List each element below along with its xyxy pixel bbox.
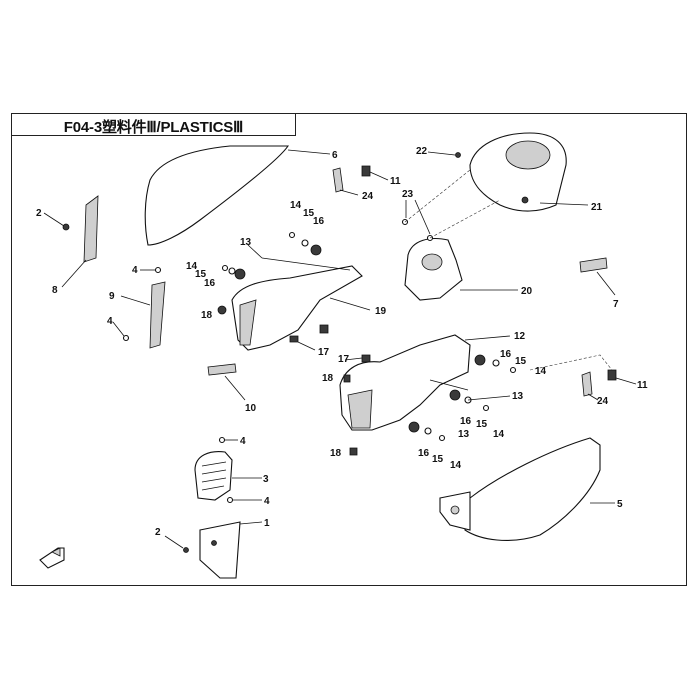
part-7-tag — [579, 257, 616, 296]
callout-11b: 11 — [637, 380, 648, 391]
part-6-side-cover — [144, 145, 331, 246]
callout-23: 23 — [402, 189, 414, 200]
part-1-lower-panel — [164, 521, 263, 579]
callout-13: 13 — [240, 237, 252, 248]
fasteners-upper — [217, 231, 351, 315]
callout-16b: 16 — [204, 278, 216, 289]
diagram-frame — [11, 113, 687, 586]
callout-21: 21 — [591, 202, 603, 213]
callout-19: 19 — [375, 306, 387, 317]
callout-13c: 13 — [458, 429, 470, 440]
callout-22: 22 — [416, 146, 428, 157]
front-direction-arrow-icon — [39, 547, 65, 569]
part-17-clip — [289, 324, 371, 363]
callout-8: 8 — [52, 285, 58, 296]
callout-15c: 15 — [515, 356, 527, 367]
callout-24b: 24 — [597, 396, 609, 407]
callout-7: 7 — [613, 299, 619, 310]
part-21-tank-cover — [427, 132, 589, 212]
callout-14d: 14 — [493, 429, 505, 440]
callout-17: 17 — [318, 347, 330, 358]
part-12-main-frame — [339, 334, 511, 456]
callout-16c: 16 — [500, 349, 512, 360]
callout-6: 6 — [332, 150, 338, 161]
callout-4d: 4 — [264, 496, 270, 507]
part-20-inner-cover — [401, 199, 518, 301]
callout-10: 10 — [245, 403, 257, 414]
part-11-clip-upper — [332, 165, 389, 196]
callout-1: 1 — [264, 518, 270, 529]
callout-20: 20 — [521, 286, 533, 297]
callout-15: 15 — [303, 208, 315, 219]
callout-15d: 15 — [476, 419, 488, 430]
callout-12: 12 — [514, 331, 526, 342]
callout-18: 18 — [201, 310, 213, 321]
callout-17b: 17 — [338, 354, 350, 365]
title-box: F04-3塑料件Ⅲ/PLASTICSⅢ — [11, 113, 296, 136]
part-9-strip — [112, 266, 166, 349]
part-5-seat-panel — [439, 437, 615, 541]
callout-14: 14 — [290, 200, 302, 211]
part-8-bracket — [43, 195, 99, 288]
callout-11: 11 — [390, 176, 401, 187]
callout-16d: 16 — [460, 416, 472, 427]
callout-4: 4 — [132, 265, 138, 276]
callout-13b: 13 — [512, 391, 524, 402]
callout-4c: 4 — [240, 436, 246, 447]
callout-5: 5 — [617, 499, 623, 510]
callout-15e: 15 — [432, 454, 444, 465]
callout-2b: 2 — [155, 527, 161, 538]
callout-14c: 14 — [535, 366, 547, 377]
callout-15b: 15 — [195, 269, 207, 280]
callout-24: 24 — [362, 191, 374, 202]
callout-14b: 14 — [186, 261, 198, 272]
part-3-vent-grille — [194, 436, 262, 504]
fasteners-lower — [424, 359, 517, 442]
callout-2: 2 — [36, 208, 42, 219]
page-title: F04-3塑料件Ⅲ/PLASTICSⅢ — [63, 119, 244, 136]
callout-9: 9 — [109, 291, 115, 302]
callout-3: 3 — [263, 474, 269, 485]
part-11-clip-lower — [529, 354, 637, 401]
part-10-tag — [207, 363, 246, 401]
callout-4b: 4 — [107, 316, 113, 327]
callout-14e: 14 — [450, 460, 462, 471]
callout-18b: 18 — [322, 373, 334, 384]
callout-16: 16 — [313, 216, 325, 227]
part-19-frame-cover — [231, 265, 371, 351]
callout-18c: 18 — [330, 448, 342, 459]
callout-16e: 16 — [418, 448, 430, 459]
